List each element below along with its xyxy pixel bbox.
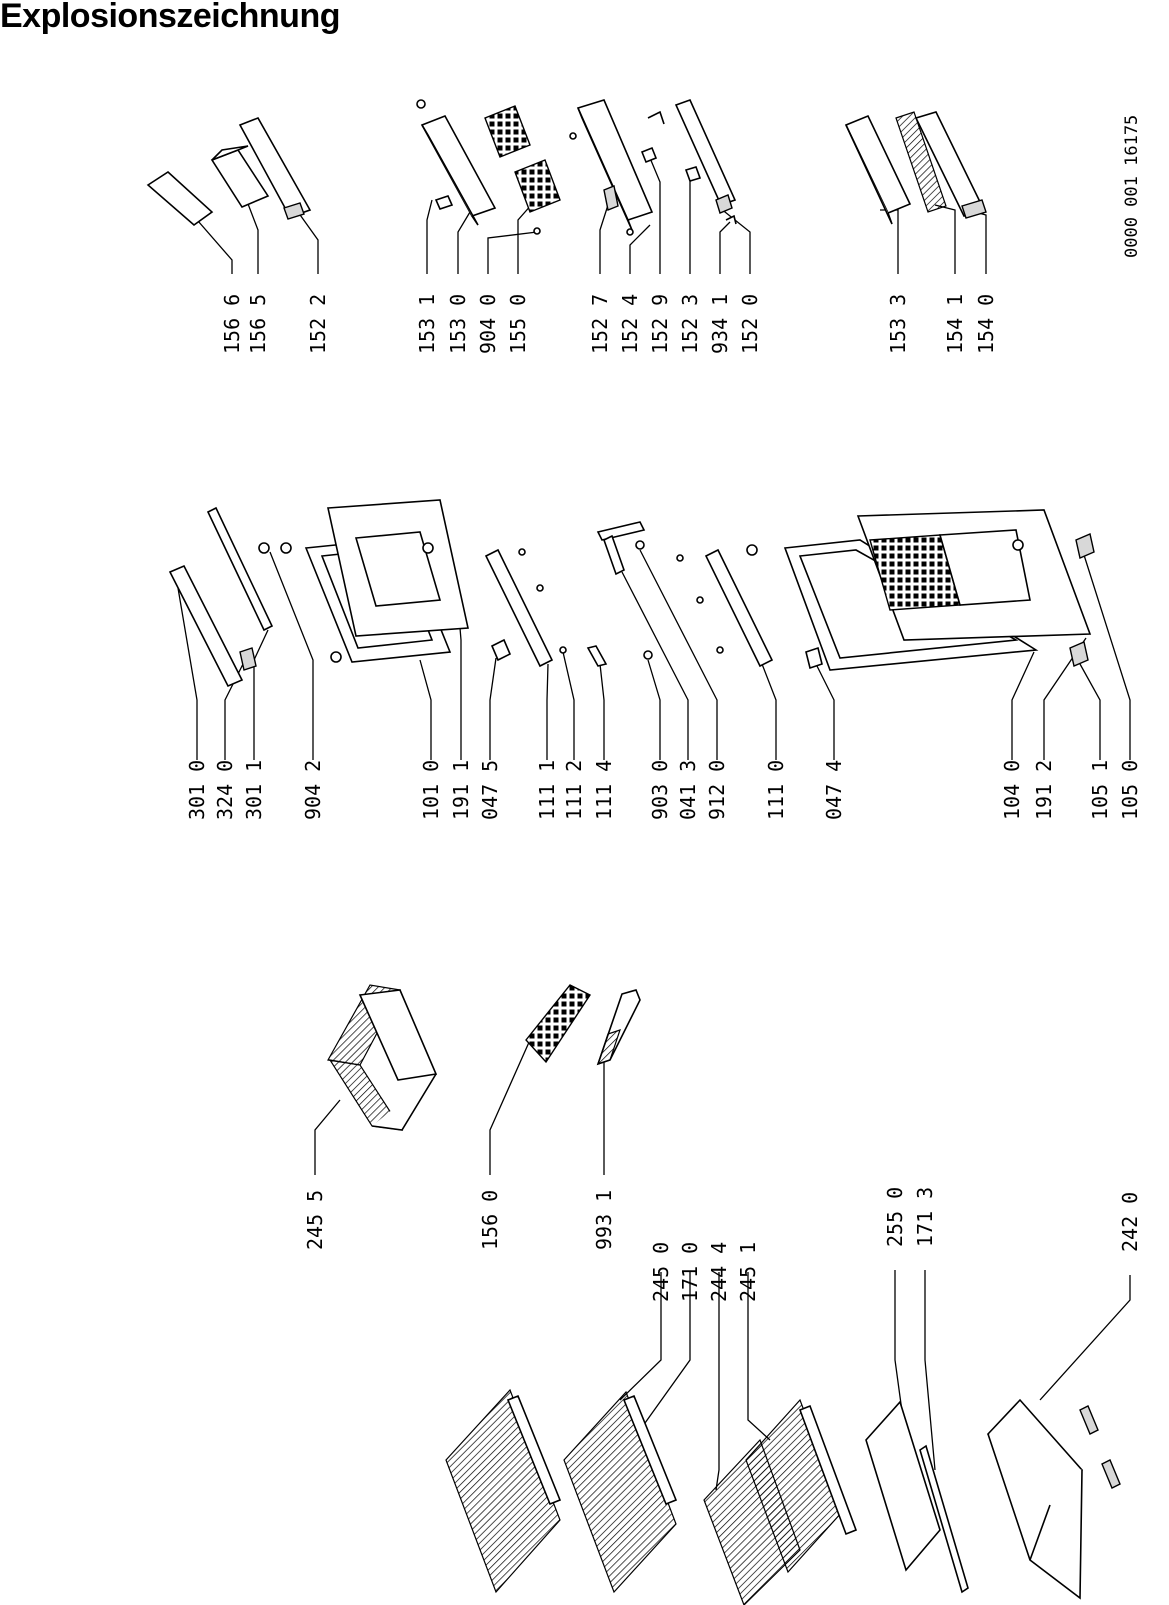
part-label: 904 2 — [301, 760, 325, 820]
page-title: Explosionszeichnung — [0, 0, 340, 35]
glass-shelf — [865, 1400, 969, 1594]
part-label: 111 1 — [535, 760, 559, 820]
leader-line — [1011, 651, 1035, 760]
part-label: 191 1 — [449, 760, 473, 820]
leader-line — [297, 211, 319, 274]
leader-line — [619, 1272, 662, 1401]
leader-line — [639, 1272, 691, 1431]
part-label: 154 1 — [943, 294, 967, 354]
leader-line — [715, 1272, 720, 1491]
freezer-door — [304, 499, 469, 663]
leader-line — [314, 1099, 341, 1175]
leader-line — [649, 157, 661, 274]
leader-line — [457, 211, 471, 274]
part-label: 041 3 — [676, 760, 700, 820]
part-label: 153 0 — [446, 294, 470, 354]
drawing-reference-number: 0000 001 16175 — [1122, 115, 1142, 258]
leader-line — [629, 224, 651, 274]
leader-line — [747, 1272, 771, 1441]
leader-line — [269, 551, 314, 760]
leader-line — [426, 199, 433, 274]
part-label: 934 1 — [708, 294, 732, 354]
part-label: 301 1 — [242, 760, 266, 820]
leader-line — [562, 651, 575, 760]
part-label: 047 5 — [478, 760, 502, 820]
leader-line — [599, 204, 609, 274]
freezer-door-hinge-parts — [484, 548, 608, 668]
part-label: 904 0 — [476, 294, 500, 354]
leader-line — [599, 663, 605, 760]
part-label: 105 1 — [1088, 760, 1112, 820]
part-label: 912 0 — [705, 760, 729, 820]
leader-line — [924, 1270, 936, 1471]
leader-line — [546, 663, 549, 760]
part-label: 156 0 — [478, 1190, 502, 1250]
part-label: 152 3 — [678, 294, 702, 354]
leader-line — [815, 663, 835, 760]
part-label: 047 4 — [822, 760, 846, 820]
part-label: 156 6 — [220, 294, 244, 354]
leader-line — [244, 195, 259, 274]
part-label: 191 2 — [1032, 760, 1056, 820]
part-label: 101 0 — [419, 760, 443, 820]
part-label: 171 3 — [913, 1187, 937, 1247]
part-label: 903 0 — [648, 760, 672, 820]
leader-line — [489, 657, 497, 760]
part-label: 105 0 — [1118, 760, 1142, 820]
leader-line — [1079, 663, 1101, 760]
leader-line — [880, 209, 899, 274]
leader-line — [761, 663, 777, 760]
fridge-door — [704, 509, 1095, 671]
leader-line — [459, 627, 462, 760]
leader-line — [621, 571, 689, 760]
middle-hinge-parts — [596, 521, 724, 660]
leader-line — [177, 587, 198, 760]
wire-shelves — [445, 1388, 858, 1605]
egg-tray — [525, 984, 592, 1064]
leader-line — [689, 174, 693, 274]
part-label: 242 0 — [1118, 1192, 1142, 1252]
part-label: 153 1 — [415, 294, 439, 354]
part-label: 152 4 — [618, 294, 642, 354]
leader-line — [419, 659, 432, 760]
leader-line — [719, 221, 731, 274]
leader-line — [489, 1039, 531, 1175]
vegetable-crisper — [986, 1398, 1121, 1600]
bottle-shelf — [327, 984, 438, 1131]
butter-part — [596, 989, 641, 1066]
leader-line — [253, 629, 269, 760]
door-shelf-group-4 — [844, 111, 987, 225]
leader-line — [487, 231, 538, 274]
part-label: 153 3 — [886, 294, 910, 354]
part-label: 152 2 — [306, 294, 330, 354]
leader-line — [1083, 554, 1131, 760]
part-label: 152 0 — [738, 294, 762, 354]
part-label: 111 0 — [764, 760, 788, 820]
door-shelf-group-2 — [416, 99, 561, 235]
part-label: 993 1 — [592, 1190, 616, 1250]
part-label: 104 0 — [1000, 760, 1024, 820]
leader-line — [639, 549, 718, 760]
part-label: 111 4 — [592, 760, 616, 820]
leader-line — [719, 207, 751, 274]
leader-line — [1039, 1275, 1131, 1401]
part-label: 255 0 — [883, 1187, 907, 1247]
part-label: 155 0 — [506, 294, 530, 354]
leader-line — [974, 211, 987, 274]
leader-line — [934, 204, 956, 274]
leader-line — [647, 659, 661, 760]
part-label: 245 5 — [303, 1190, 327, 1250]
part-label: 111 2 — [562, 760, 586, 820]
door-shelf-group-1 — [146, 117, 312, 227]
part-label: 154 0 — [974, 294, 998, 354]
part-label: 324 0 — [213, 760, 237, 820]
part-label: 152 9 — [648, 294, 672, 354]
part-label: 156 5 — [246, 294, 270, 354]
door-shelf-group-3 — [569, 98, 737, 236]
part-label: 152 7 — [588, 294, 612, 354]
door-handle-parts — [168, 506, 292, 688]
part-label: 301 0 — [185, 760, 209, 820]
